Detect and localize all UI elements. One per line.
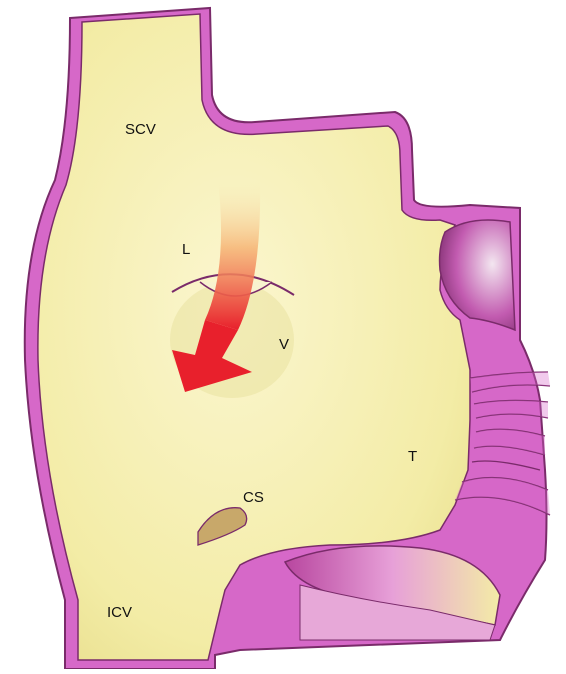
label-cs: CS bbox=[243, 490, 264, 505]
label-v: V bbox=[279, 337, 289, 352]
label-t: T bbox=[408, 449, 417, 464]
label-l: L bbox=[182, 242, 190, 257]
label-scv: SCV bbox=[125, 122, 156, 137]
label-icv: ICV bbox=[107, 605, 132, 620]
